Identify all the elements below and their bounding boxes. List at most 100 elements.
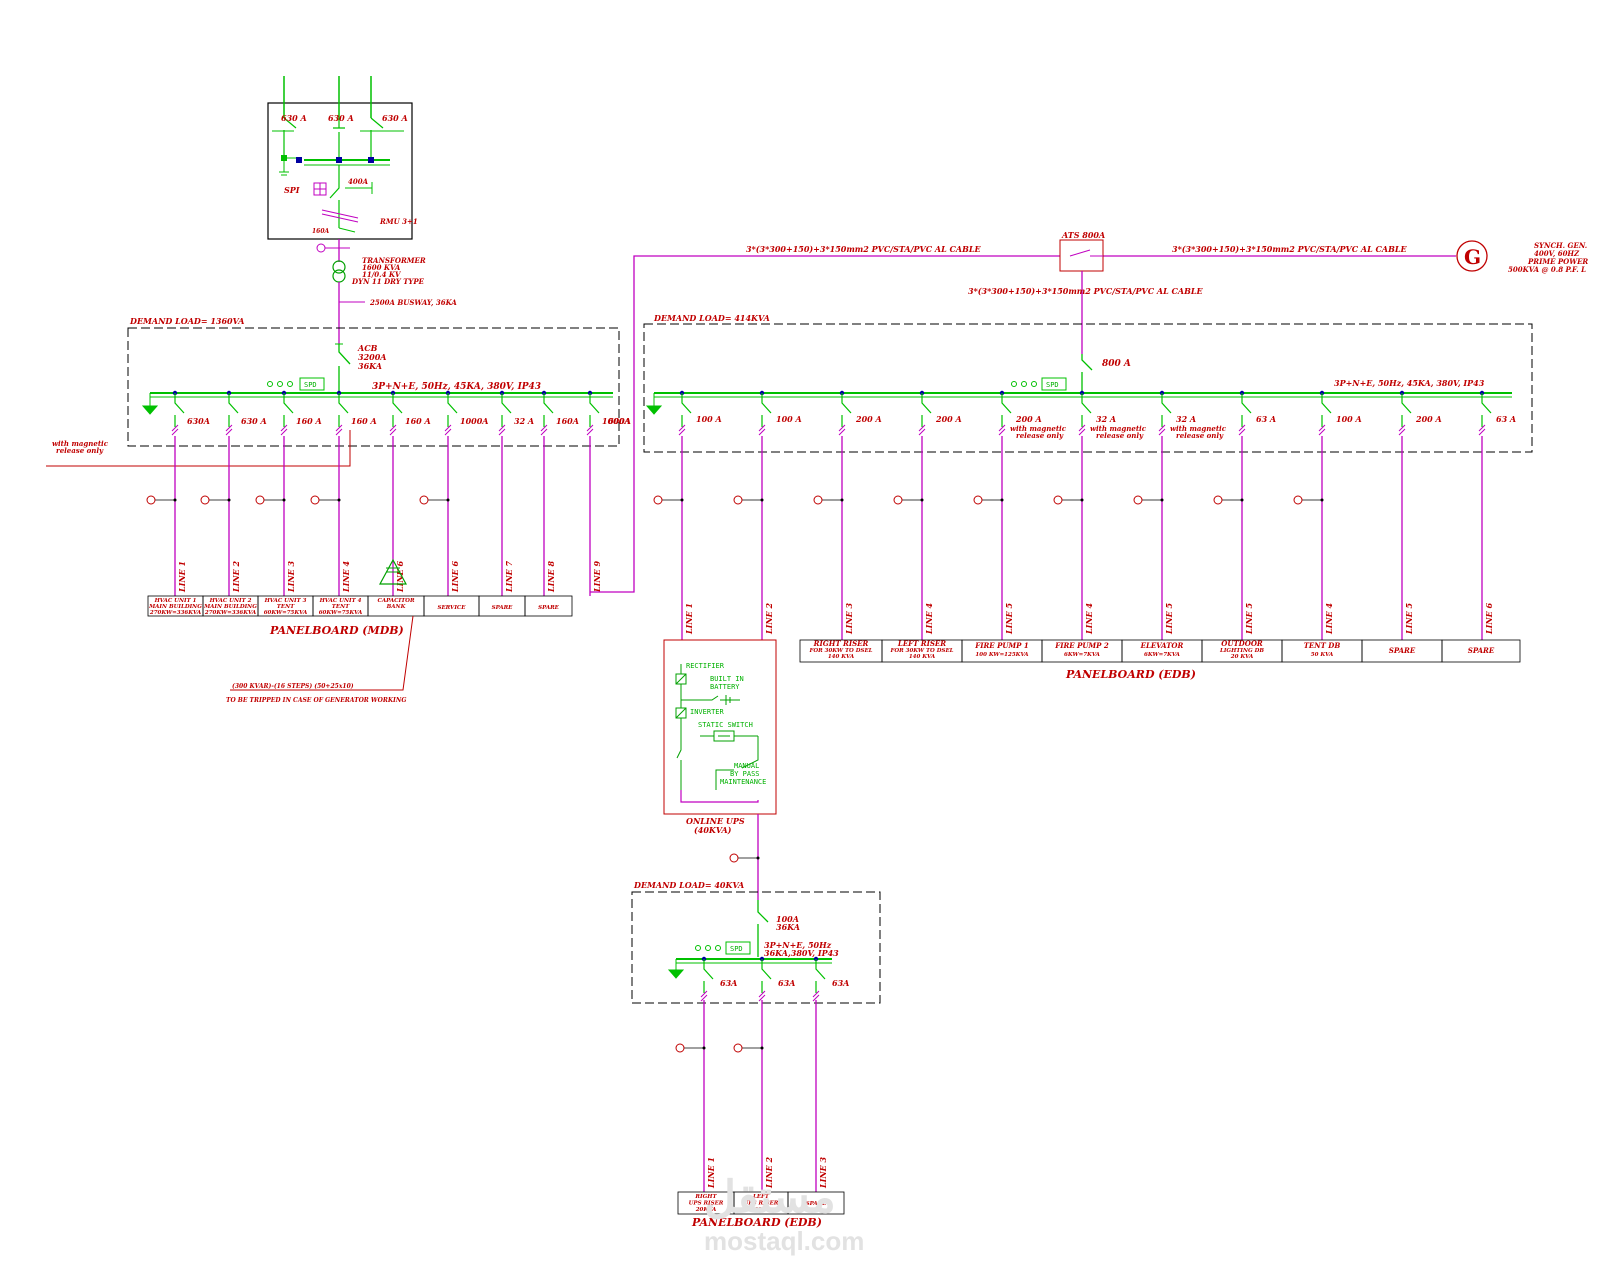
mdb-spd-symbol	[267, 377, 325, 391]
udb-demand-label: DEMAND LOAD= 40KVA	[633, 880, 744, 890]
mdb-load-4-text-3: 60KW=75KVA	[319, 610, 363, 616]
mdb-shunt-trip-wire	[46, 430, 351, 467]
edb-load-1-text-3: 140 KVA	[828, 654, 854, 660]
ups-battery-label-1: BUILT IN	[710, 675, 744, 683]
mdb-line-label-9: LINE 9	[592, 560, 602, 593]
ups-manual-label-3: MAINTENANCE	[720, 778, 766, 786]
edb-load-5-text-1: ELEVATOR	[1140, 641, 1184, 650]
edb-line-label-3: LINE 3	[844, 602, 854, 635]
edb-breaker-label-2: 100 A	[776, 414, 802, 424]
ups-title-2: (40KVA)	[694, 825, 732, 835]
generator-spec-2: 400V, 60HZ	[1534, 249, 1580, 258]
edb-spd-label: SPD	[1046, 381, 1059, 389]
generator-symbol: G	[1464, 245, 1481, 269]
edb-line-label-8: LINE 5	[1244, 602, 1254, 635]
ups-static-switch-label: STATIC SWITCH	[698, 721, 753, 729]
generator-spec-1: SYNCH. GEN.	[1534, 241, 1587, 250]
udb-title: PANELBOARD (EDB)	[691, 1216, 822, 1229]
udb-spec-label-2: 36KA,380V, IP43	[764, 948, 839, 958]
udb-breaker-label-1: 63A	[720, 978, 737, 988]
mdb-magnetic-note-1: with magnetic	[52, 439, 109, 448]
mdb-line-label-5: LINE 6	[395, 560, 405, 593]
edb-load-2-text-1: LEFT RISER	[897, 639, 946, 648]
edb-breaker-label-11: 63 A	[1496, 414, 1516, 424]
edb-spec-label: 3P+N+E, 50Hz, 45KA, 380V, IP43	[1334, 378, 1485, 388]
mdb-load-3-text-2: TENT	[277, 604, 295, 610]
mdb-load-5-text-1: CAPACITOR	[377, 598, 414, 604]
edb-load-3-text-2: 100 KW=125KVA	[975, 652, 1028, 658]
rmu-breaker-1-label: 630 A	[281, 113, 307, 123]
edb-line-label-9: LINE 4	[1324, 602, 1334, 635]
ups-enclosure	[663, 639, 777, 815]
ups-title-1: ONLINE UPS	[686, 816, 745, 826]
transformer-label-4: DYN 11 DRY TYPE	[351, 277, 425, 286]
udb-line-label-2: LINE 2	[764, 1156, 774, 1189]
mdb-load-6-text-1: SERVICE	[438, 605, 467, 611]
transformer-label-2: 1600 KVA	[362, 263, 401, 272]
edb-breaker-label-10: 200 A	[1415, 414, 1442, 424]
ups-inverter-label: INVERTER	[690, 708, 725, 716]
ats-cable-down-label: 3*(3*300+150)+3*150mm2 PVC/STA/PVC AL CA…	[968, 286, 1203, 296]
ups-internals	[675, 664, 759, 803]
udb-load-1-text-3: 20KVA	[695, 1207, 717, 1213]
mdb-load-3-text-3: 60KW=75KVA	[264, 610, 308, 616]
mdb-acb-label-2: 3200A	[358, 352, 386, 362]
edb-line-label-4: LINE 4	[924, 602, 934, 635]
edb-line-label-1: LINE 1	[684, 603, 694, 635]
edb-spd-symbol	[1011, 377, 1067, 391]
edb-breaker-label-8: 63 A	[1256, 414, 1276, 424]
edb-line-label-10: LINE 5	[1404, 602, 1414, 635]
udb-enclosure	[631, 891, 881, 1004]
edb-magnetic-note-b-3: release only	[1176, 431, 1224, 440]
ats-cable-left-label: 3*(3*300+150)+3*150mm2 PVC/STA/PVC AL CA…	[746, 244, 981, 254]
ups-output-meter	[729, 853, 760, 863]
udb-load-2-text-3: 20KVA	[750, 1207, 772, 1213]
rmu-label: RMU 3+1	[379, 217, 418, 226]
udb-line-label-1: LINE 1	[706, 1157, 716, 1189]
mdb-line-label-2: LINE 2	[231, 560, 241, 593]
edb-magnetic-note-a-3: with magnetic	[1170, 424, 1227, 433]
edb-breaker-label-4: 200 A	[935, 414, 962, 424]
mdb-load-5-text-2: BANK	[386, 604, 406, 610]
fuse-label: 160A	[312, 228, 330, 235]
mdb-breaker-label-9: 1000A	[602, 416, 630, 426]
mdb-breaker-label-2: 630 A	[241, 416, 267, 426]
ups-rectifier-label: RECTIFIER	[686, 662, 725, 670]
transformer-label-3: 11/0.4 KV	[362, 270, 402, 279]
mdb-trip-note: TO BE TRIPPED IN CASE OF GENERATOR WORKI…	[226, 697, 406, 704]
mdb-line-label-6: LINE 6	[450, 560, 460, 593]
udb-load-1-text-2: UPS RISER	[689, 1201, 724, 1207]
edb-load-1-text-2: FOR 30KW TO DSEL	[808, 648, 872, 654]
udb-line-label-3: LINE 3	[818, 1156, 828, 1189]
mdb-line-label-1: LINE 1	[177, 561, 187, 593]
edb-line-label-5: LINE 5	[1004, 602, 1014, 635]
edb-magnetic-note-a-1: with magnetic	[1010, 424, 1067, 433]
mdb-load-2-text-1: HVAC UNIT 2	[209, 598, 252, 604]
mdb-load-1-text-3: 270KW=336KVA	[149, 610, 201, 616]
mdb-load-1-text-1: HVAC UNIT 1	[154, 598, 197, 604]
ups-manual-label-1: MANUAL	[734, 762, 759, 770]
edb-line-label-11: LINE 6	[1484, 602, 1494, 635]
edb-breaker-label-6: 32 A	[1096, 414, 1116, 424]
mdb-line-label-3: LINE 3	[286, 560, 296, 593]
mdb-cap-note-leader	[230, 615, 414, 691]
transformer-symbol	[316, 239, 365, 344]
edb-load-3-text-1: FIRE PUMP 1	[974, 641, 1029, 650]
rmu-breaker-2-label: 630 A	[328, 113, 354, 123]
edb-breaker-label-9: 100 A	[1336, 414, 1362, 424]
mdb-breaker-label-3: 160 A	[296, 416, 322, 426]
edb-title: PANELBOARD (EDB)	[1065, 668, 1196, 681]
mdb-cap-note: (300 KVAR)-(16 STEPS) (50+25x10)	[232, 683, 354, 690]
edb-load-2-text-3: 140 KVA	[909, 654, 935, 660]
spi-label: SPI	[284, 185, 300, 195]
mdb-breaker-label-7: 32 A	[514, 416, 534, 426]
edb-load-6-text-1: OUTDOOR	[1221, 639, 1263, 648]
mdb-breaker-label-4: 160 A	[351, 416, 377, 426]
mdb-breaker-label-10: 600A	[608, 416, 631, 426]
mdb-spec-label: 3P+N+E, 50Hz, 45KA, 380V, IP43	[372, 382, 541, 392]
mdb-spd-label: SPD	[304, 381, 317, 389]
